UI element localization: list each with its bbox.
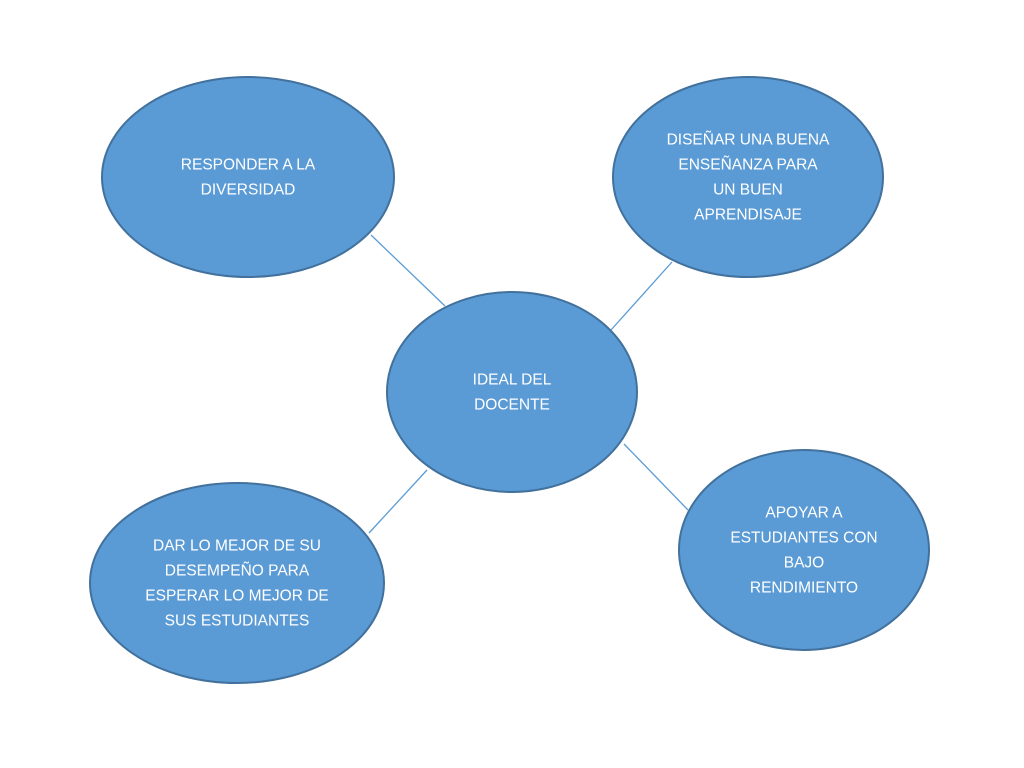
branch-node-ellipse (101, 76, 395, 278)
connector-responder-diversidad (370, 234, 446, 307)
branch-node-label-line: UN BUEN (713, 182, 783, 199)
branch-node-label-line: RENDIMIENTO (750, 580, 858, 597)
branch-node-label-line: DESEMPEÑO PARA (165, 563, 310, 580)
center-node-ellipse (386, 291, 638, 493)
branch-node-ellipse (612, 76, 884, 278)
branch-node-disenar-ensenanza: DISEÑAR UNA BUENA ENSEÑANZA PARA UN BUEN AP… (612, 76, 884, 278)
branch-node-dar-lo-mejor: DAR LO MEJOR DE SU DESEMPEÑO PARA ESPERAR … (89, 482, 385, 684)
center-node-label-line: IDEAL DEL (473, 372, 552, 389)
branch-node-label-line: BAJO (784, 555, 824, 572)
branch-node-ellipse (89, 482, 385, 684)
branch-node-label-line: ENSEÑANZA PARA (678, 157, 818, 174)
branch-node-label-line: ESTUDIANTES CON (730, 530, 877, 547)
connector-disenar-ensenanza (610, 261, 673, 331)
branch-node-responder-diversidad: RESPONDER A LA DIVERSIDAD (101, 76, 395, 278)
connectors (368, 234, 689, 534)
branch-node-label-line: SUS ESTUDIANTES (165, 613, 310, 630)
branch-node-ellipse (678, 449, 930, 651)
branch-node-label-line: RESPONDER A LA (181, 157, 316, 174)
connector-dar-lo-mejor (368, 469, 428, 534)
branch-node-label-line: APRENDISAJE (694, 207, 802, 224)
branch-node-apoyar-estudiantes: APOYAR A ESTUDIANTES CON BAJO RENDIMIENTO (678, 449, 930, 651)
branch-node-label-line: DIVERSIDAD (201, 182, 296, 199)
center-node-label-line: DOCENTE (474, 397, 550, 414)
connector-apoyar-estudiantes (623, 443, 689, 511)
branch-node-label-line: DAR LO MEJOR DE SU (153, 538, 321, 555)
branch-node-label-line: DISEÑAR UNA BUENA (667, 132, 830, 149)
branch-node-label-line: ESPERAR LO MEJOR DE (145, 588, 328, 605)
branch-node-label-line: APOYAR A (765, 505, 843, 522)
center-node-ideal-del-docente: IDEAL DEL DOCENTE (386, 291, 638, 493)
nodes: IDEAL DEL DOCENTE RESPONDER A LA DIVERSIDAD… (89, 76, 930, 684)
